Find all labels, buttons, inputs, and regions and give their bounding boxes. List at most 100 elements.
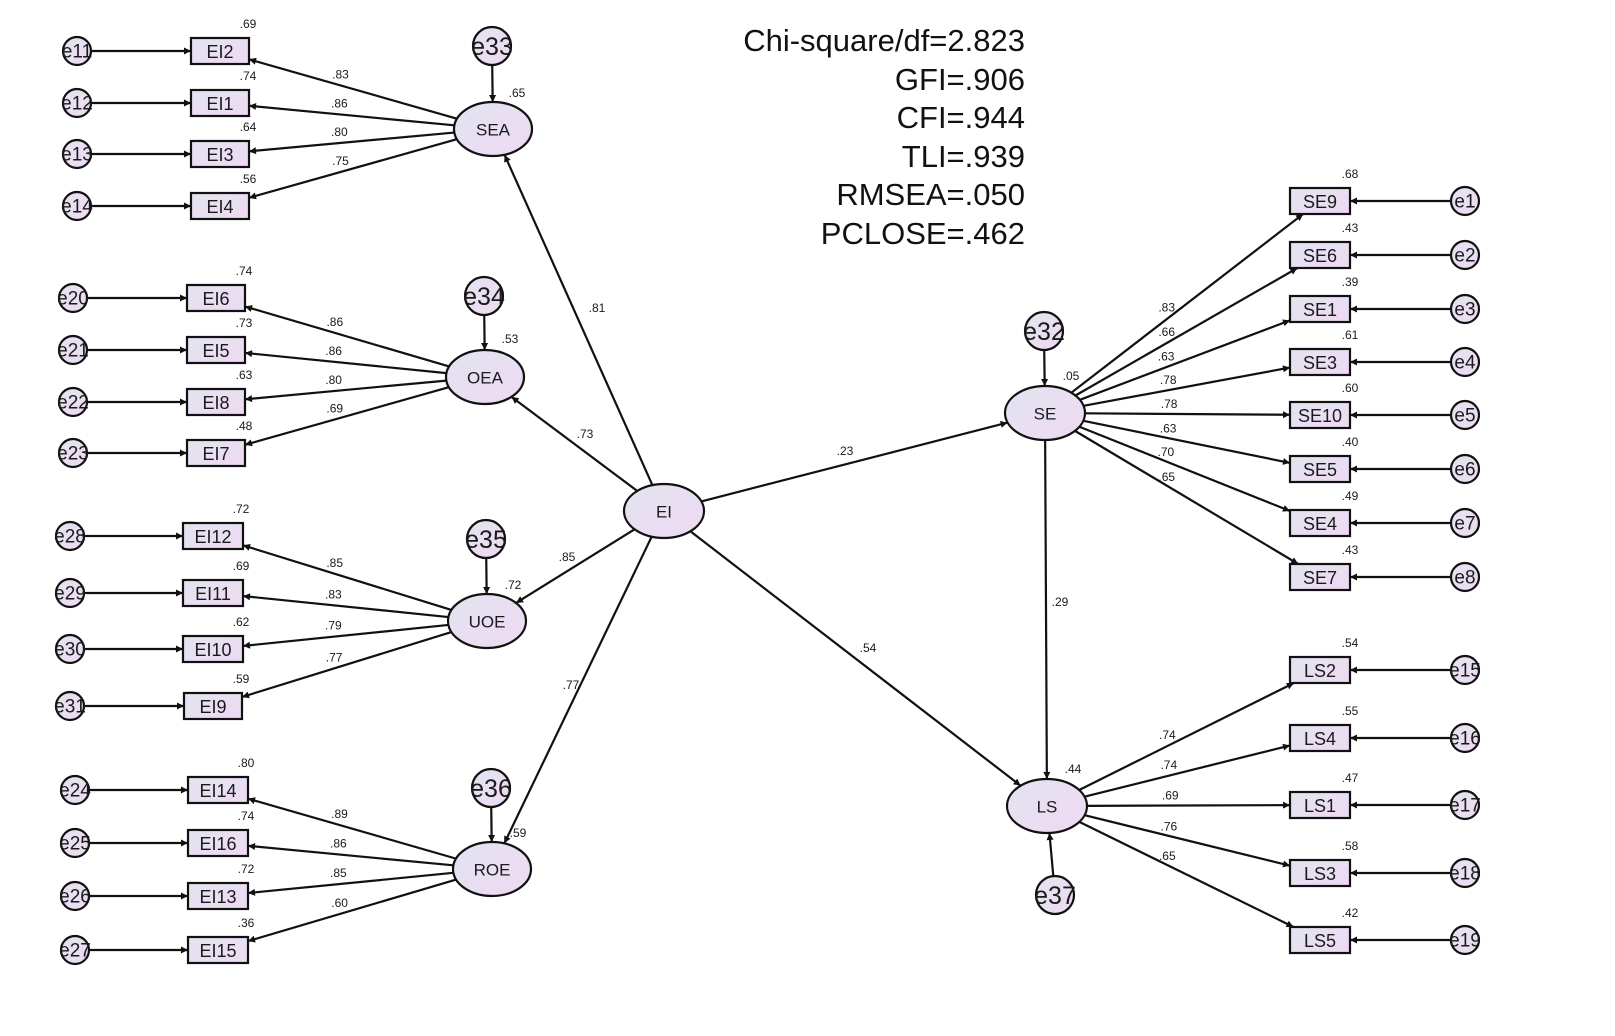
error-e20[interactable] <box>57 282 89 314</box>
error-e13[interactable] <box>61 138 93 170</box>
indicator-ei16-label: EI16 <box>199 834 236 854</box>
error-e30[interactable] <box>54 633 86 665</box>
indicator-ls1[interactable] <box>1288 790 1352 820</box>
latent-roe[interactable] <box>451 840 533 898</box>
path-ei-sea <box>503 154 654 486</box>
latent-label-uoe: UOE <box>469 613 506 632</box>
error-e12[interactable] <box>61 87 93 119</box>
error-e3[interactable] <box>1449 293 1481 325</box>
indicator-ei10[interactable] <box>181 634 245 664</box>
loading-value-ei4: .75 <box>332 154 349 168</box>
error-e7-label: e7 <box>1454 514 1475 535</box>
error-e8[interactable] <box>1449 561 1481 593</box>
indicator-ls5[interactable] <box>1288 925 1352 955</box>
indicator-se9[interactable] <box>1288 186 1352 216</box>
indicator-ei5[interactable] <box>185 335 247 365</box>
latent-label-ls: LS <box>1037 798 1058 817</box>
latent-ei[interactable] <box>622 482 706 540</box>
indicator-ei1[interactable] <box>189 88 251 118</box>
fit-tli: TLI=.939 <box>901 138 1025 174</box>
indicator-ei8[interactable] <box>185 387 247 417</box>
error-e29[interactable] <box>54 577 86 609</box>
error-e31[interactable] <box>54 690 86 722</box>
indicator-ls4-label: LS4 <box>1304 729 1336 749</box>
indicator-se6[interactable] <box>1288 240 1352 270</box>
indicator-ei11[interactable] <box>181 578 245 608</box>
disturbance-e36[interactable] <box>470 767 512 809</box>
indicator-ei9[interactable] <box>182 691 244 721</box>
error-e19[interactable] <box>1449 924 1481 956</box>
r2-ei1: .74 <box>240 69 257 83</box>
error-e6[interactable] <box>1449 453 1481 485</box>
indicator-ei3[interactable] <box>189 139 251 169</box>
loading-oea-ei7 <box>244 386 450 447</box>
loading-value-se9: .83 <box>1158 301 1175 315</box>
indicator-ei16[interactable] <box>186 828 250 858</box>
disturbance-e37[interactable] <box>1034 874 1076 916</box>
coef-ei-se: .23 <box>837 444 854 458</box>
indicator-ei4[interactable] <box>189 191 251 221</box>
disturbance-e33[interactable] <box>471 25 513 67</box>
error-e4[interactable] <box>1449 346 1481 378</box>
indicator-ls3-label: LS3 <box>1304 864 1336 884</box>
r2-ls3: .58 <box>1342 839 1359 853</box>
coef-ei-uoe: .85 <box>559 550 576 564</box>
latent-ls[interactable] <box>1005 777 1089 835</box>
error-e16-label: e16 <box>1449 729 1481 750</box>
indicator-ei2[interactable] <box>189 36 251 66</box>
error-e28[interactable] <box>54 520 86 552</box>
indicator-se10[interactable] <box>1288 400 1352 430</box>
indicator-ei13[interactable] <box>186 881 250 911</box>
indicator-se4[interactable] <box>1288 508 1352 538</box>
error-e2[interactable] <box>1449 239 1481 271</box>
r2-ei13: .72 <box>238 862 255 876</box>
latent-se[interactable] <box>1003 384 1087 442</box>
error-e27[interactable] <box>59 934 91 966</box>
error-e14[interactable] <box>61 190 93 222</box>
indicator-se5[interactable] <box>1288 454 1352 484</box>
indicator-ei14[interactable] <box>186 775 250 805</box>
error-e16[interactable] <box>1449 722 1481 754</box>
disturbance-e32[interactable] <box>1023 310 1065 352</box>
error-e18[interactable] <box>1449 857 1481 889</box>
latent-sea[interactable] <box>452 100 534 158</box>
indicator-ei15[interactable] <box>186 935 250 965</box>
loading-value-ei13: .85 <box>330 866 347 880</box>
indicator-se7[interactable] <box>1288 562 1352 592</box>
error-e23[interactable] <box>57 437 89 469</box>
error-e11[interactable] <box>61 35 93 67</box>
indicator-ls2[interactable] <box>1288 655 1352 685</box>
loading-value-ei16: .86 <box>330 836 347 850</box>
loading-roe-ei13 <box>247 871 454 896</box>
loading-value-ei2: .83 <box>332 67 349 81</box>
indicator-ei6[interactable] <box>185 283 247 313</box>
loading-oea-ei6 <box>244 305 450 368</box>
error-e5[interactable] <box>1449 399 1481 431</box>
error-e4-label: e4 <box>1454 353 1476 374</box>
disturbance-e34[interactable] <box>463 275 505 317</box>
error-e17[interactable] <box>1449 789 1481 821</box>
indicator-se3[interactable] <box>1288 347 1352 377</box>
loading-uoe-ei9 <box>241 630 452 699</box>
error-e21[interactable] <box>57 334 89 366</box>
error-e24[interactable] <box>59 774 91 806</box>
error-e15[interactable] <box>1449 654 1481 686</box>
loading-roe-ei14 <box>247 797 457 860</box>
error-e7[interactable] <box>1449 507 1481 539</box>
r2-se: .05 <box>1063 369 1080 383</box>
indicator-ls4[interactable] <box>1288 723 1352 753</box>
coef-se-ls: .29 <box>1052 595 1069 609</box>
latent-oea[interactable] <box>444 348 526 406</box>
error-e26[interactable] <box>59 880 91 912</box>
disturbance-e35[interactable] <box>465 518 507 560</box>
indicator-ei12[interactable] <box>181 521 245 551</box>
indicator-ls3[interactable] <box>1288 858 1352 888</box>
error-e25[interactable] <box>59 827 91 859</box>
loading-se-se4 <box>1079 425 1291 513</box>
indicator-se1[interactable] <box>1288 294 1352 324</box>
latent-uoe[interactable] <box>446 592 528 650</box>
error-e22[interactable] <box>57 386 89 418</box>
indicator-ei7[interactable] <box>185 438 247 468</box>
loading-roe-ei15 <box>247 878 457 943</box>
error-e1[interactable] <box>1449 185 1481 217</box>
